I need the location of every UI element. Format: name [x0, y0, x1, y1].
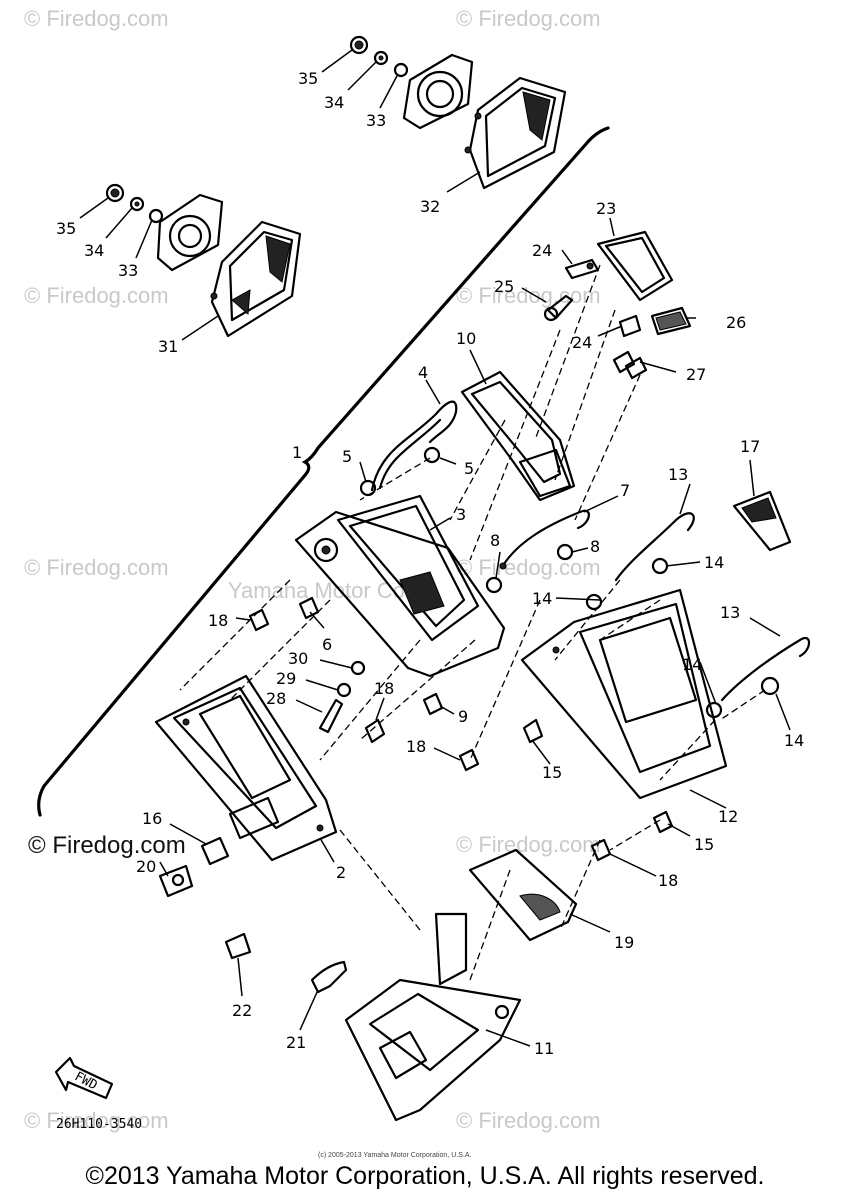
- cable-7: [499, 509, 590, 570]
- callout-4: 4: [418, 363, 428, 382]
- callout-9: 9: [458, 707, 468, 726]
- callout-1: 1: [292, 443, 302, 462]
- cable-13-upper: [614, 512, 695, 582]
- watermark: © Firedog.com: [24, 6, 169, 31]
- callout-18: 18: [658, 871, 678, 890]
- bracket-11: [344, 912, 522, 1122]
- callout-33: 33: [366, 111, 386, 130]
- callout-25: 25: [494, 277, 514, 296]
- callout-31: 31: [158, 337, 178, 356]
- callout-13: 13: [720, 603, 740, 622]
- callout-24: 24: [532, 241, 552, 260]
- callout-17: 17: [740, 437, 760, 456]
- callout-15: 15: [694, 835, 714, 854]
- connector-16: [200, 836, 230, 866]
- cable-4: [370, 400, 458, 492]
- callout-7: 7: [620, 481, 630, 500]
- watermark: © Firedog.com: [24, 555, 169, 580]
- callout-30: 30: [288, 649, 308, 668]
- leader-lines: [79, 49, 791, 1047]
- cover-17: [732, 490, 792, 552]
- callout-14: 14: [532, 589, 552, 608]
- callout-35: 35: [298, 69, 318, 88]
- callout-6: 6: [322, 635, 332, 654]
- callout-33: 33: [118, 261, 138, 280]
- callout-22: 22: [232, 1001, 252, 1020]
- watermark: © Firedog.com: [24, 1108, 169, 1133]
- callout-18: 18: [374, 679, 394, 698]
- speaker-hardware-left: [105, 183, 164, 224]
- drawing-reference: 26H110-3540: [56, 1117, 142, 1132]
- glovebox-door: [460, 370, 576, 502]
- gasket-26: [650, 306, 692, 336]
- callout-10: 10: [456, 329, 476, 348]
- callout-16: 16: [142, 809, 162, 828]
- callout-21: 21: [286, 1033, 306, 1052]
- callout-2: 2: [336, 863, 346, 882]
- hinge-parts: [543, 258, 648, 380]
- callout-12: 12: [718, 807, 738, 826]
- callout-20: 20: [136, 857, 156, 876]
- callout-32: 32: [420, 197, 440, 216]
- watermark: © Firedog.com: [456, 832, 601, 857]
- callout-5: 5: [342, 447, 352, 466]
- watermark: © Firedog.com: [456, 283, 601, 308]
- callout-8: 8: [590, 537, 600, 556]
- callout-35: 35: [56, 219, 76, 238]
- callout-5: 5: [464, 459, 474, 478]
- watermark-dark: © Firedog.com: [28, 832, 186, 859]
- callout-27: 27: [686, 365, 706, 384]
- callout-26: 26: [726, 313, 746, 332]
- callout-24: 24: [572, 333, 592, 352]
- watermark: © Firedog.com: [456, 6, 601, 31]
- small-copyright-notice: (c) 2005-2013 Yamaha Motor Corporation, …: [318, 1152, 471, 1159]
- cover-19: [468, 848, 578, 942]
- frame-2: [154, 674, 338, 862]
- connector-20: [158, 864, 194, 898]
- callout-14: 14: [784, 731, 804, 750]
- callout-11: 11: [534, 1039, 554, 1058]
- speaker-assembly-left: [156, 193, 302, 338]
- callout-14: 14: [704, 553, 724, 572]
- cable-13-lower: [720, 637, 811, 702]
- callout-18: 18: [406, 737, 426, 756]
- callout-14: 14: [682, 655, 702, 674]
- watermark: © Firedog.com: [456, 555, 601, 580]
- callout-29: 29: [276, 669, 296, 688]
- watermark-partial: Yamaha Motor Corp.: [228, 578, 431, 603]
- callout-34: 34: [324, 93, 344, 112]
- panel-12: [520, 588, 728, 800]
- watermark: © Firedog.com: [456, 1108, 601, 1133]
- clip-21: [310, 960, 348, 994]
- callout-18: 18: [208, 611, 228, 630]
- watermark: © Firedog.com: [24, 283, 169, 308]
- speaker-hardware-right: [349, 35, 409, 78]
- lid-cover: [596, 230, 674, 302]
- fwd-arrow-icon: FWD: [54, 1056, 114, 1100]
- callout-8: 8: [490, 531, 500, 550]
- callout-3: 3: [456, 505, 466, 524]
- callout-23: 23: [596, 199, 616, 218]
- console-3: [294, 494, 506, 678]
- assembly-bracket-line: [37, 126, 610, 817]
- watermarks: © Firedog.com © Firedog.com © Firedog.co…: [24, 6, 601, 1133]
- callout-13: 13: [668, 465, 688, 484]
- clip-22: [224, 932, 252, 960]
- callout-15: 15: [542, 763, 562, 782]
- callout-28: 28: [266, 689, 286, 708]
- callout-34: 34: [84, 241, 104, 260]
- copyright-footer: ©2013 Yamaha Motor Corporation, U.S.A. A…: [85, 1162, 765, 1190]
- speaker-assembly-right: [402, 53, 567, 190]
- small-parts: [248, 446, 780, 862]
- callouts: 35 34 33 32 35 34 33 31 23 24 25 24 26 2…: [56, 69, 804, 1058]
- callout-19: 19: [614, 933, 634, 952]
